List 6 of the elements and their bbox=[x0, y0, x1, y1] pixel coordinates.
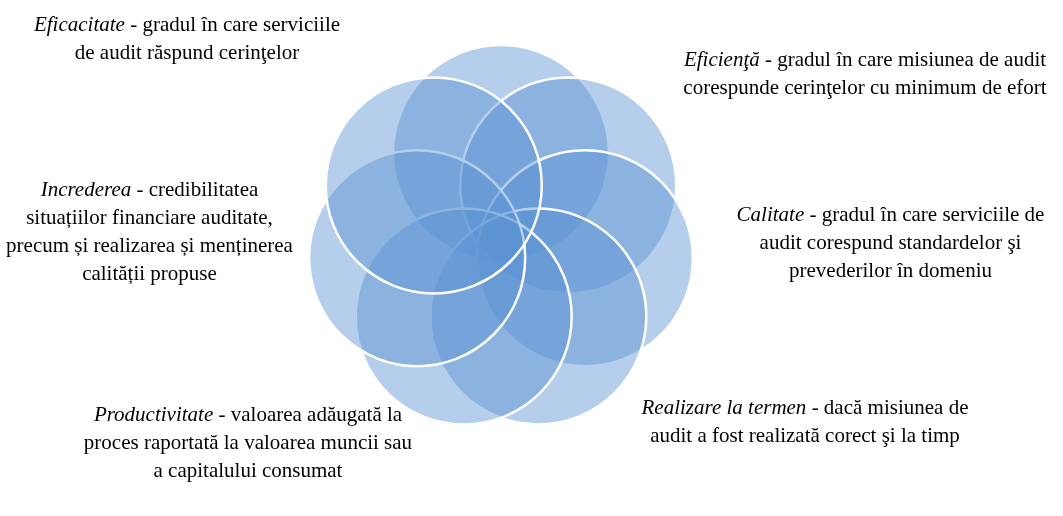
description-text: Realizare la termen - dacă misiunea de audit a fost realizată corect şi la timp bbox=[640, 394, 970, 449]
description-text: Increderea - credibilitatea situațiilor financiare auditate, precum și realizarea și menținerea calității propuse bbox=[5, 176, 294, 287]
description-text: Calitate - gradul în care serviciile de audit corespund standardelor şi prevederilor în domeniu bbox=[735, 201, 1046, 284]
description-text: Productivitate - valoarea adăugată la proces raportată la valoarea muncii sau a capitalului consumat bbox=[82, 401, 414, 484]
description-text: Eficienţă - gradul în care misiunea de audit corespunde cerinţelor cu minimum de efort bbox=[682, 46, 1048, 101]
description-text: Eficacitate - gradul în care serviciile de audit răspund cerinţelor bbox=[32, 11, 342, 66]
